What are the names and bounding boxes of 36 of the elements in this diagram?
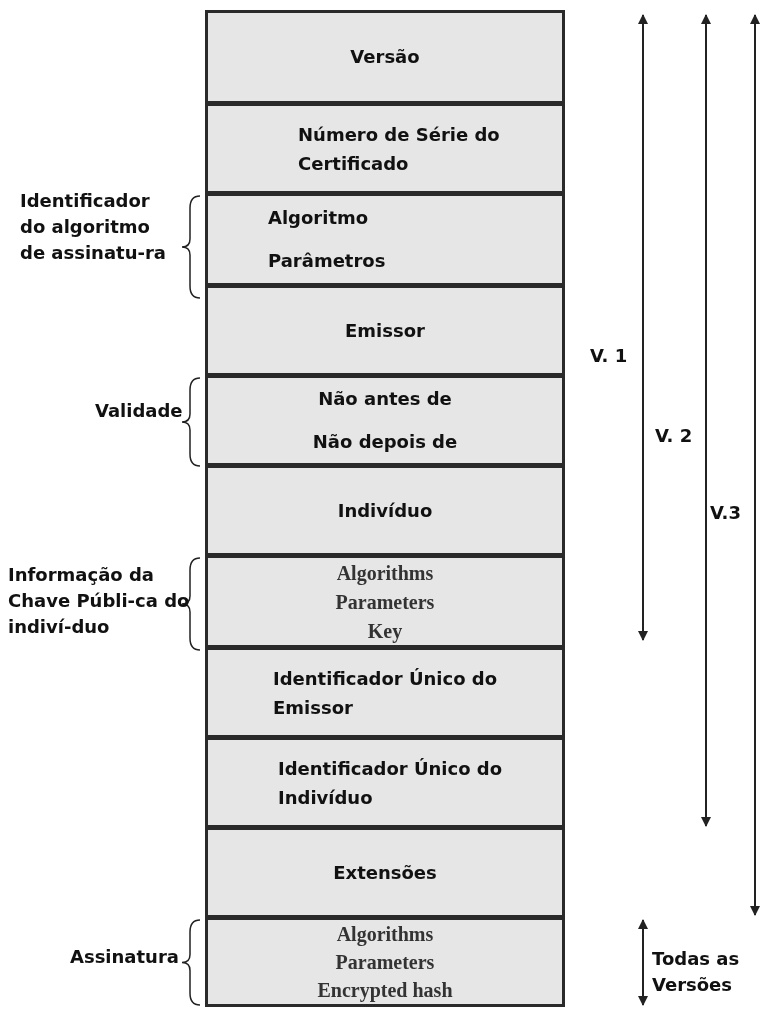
field-box — [205, 103, 565, 194]
field-text: Versão — [350, 45, 420, 69]
version-label: V. 2 — [655, 424, 693, 448]
version-label: Todas as Versões — [652, 947, 741, 997]
side-label: Validade — [95, 399, 183, 423]
side-label: Assinatura — [70, 945, 180, 969]
field-box — [205, 465, 565, 556]
field-text: Encrypted hash — [317, 979, 453, 1001]
field-text: Identificador Único do Indivíduo — [278, 756, 504, 810]
field-box — [205, 917, 565, 1007]
field-box — [205, 285, 565, 376]
field-text: Algorithms — [336, 561, 434, 584]
field-text: Não antes de — [318, 387, 452, 412]
side-label: Informação da Chave Públi-ca do indiví-duo — [8, 563, 190, 639]
field-box — [205, 375, 565, 466]
field-text: Key — [367, 619, 403, 642]
field-text: Identificador Único do Emissor — [273, 666, 499, 720]
field-text: Algorithms — [336, 923, 434, 945]
field-text: Algoritmo — [268, 205, 369, 230]
field-text: Parameters — [335, 951, 435, 973]
version-label: V.3 — [710, 501, 741, 525]
field-box — [205, 647, 565, 738]
field-box — [205, 827, 565, 918]
field-text: Emissor — [345, 318, 425, 343]
field-box — [205, 555, 565, 648]
field-text: Parameters — [335, 590, 435, 613]
field-box — [205, 737, 565, 828]
field-box — [205, 10, 565, 104]
field-text: Indivíduo — [337, 498, 433, 523]
field-text: Extensões — [333, 860, 437, 885]
field-text: Parâmetros — [268, 249, 386, 274]
field-text: Não depois de — [312, 429, 458, 454]
field-text: Número de Série do Certificado — [298, 122, 501, 176]
side-label: Identificador do algoritmo de assinatu-ra — [20, 189, 167, 265]
version-label: V. 1 — [590, 344, 628, 368]
field-box — [205, 193, 565, 286]
